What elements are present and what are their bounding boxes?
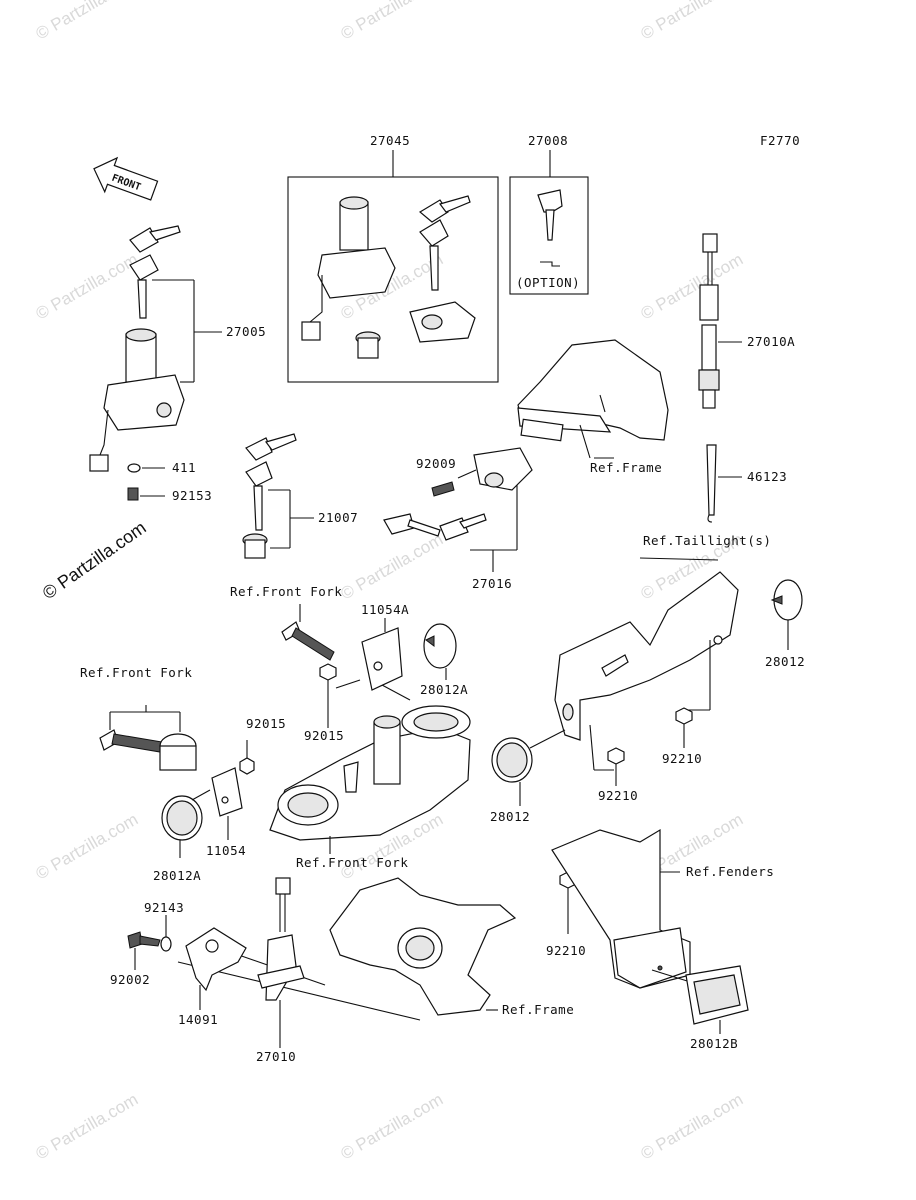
ignition-switch-27005: [89, 225, 222, 501]
ref-front-fork-left: Ref.Front Fork: [80, 665, 192, 680]
switch-27010A: [698, 233, 742, 409]
part-92143-label: 92143: [144, 900, 184, 915]
reflector-28012-right: [770, 579, 803, 650]
front-arrow: FRONT: [93, 156, 159, 201]
watermark: © Partzilla.com: [638, 1090, 747, 1164]
bolt-92002: [127, 915, 172, 970]
part-92009-label: 92009: [416, 456, 456, 471]
nut-92210-b: [607, 747, 625, 786]
part-27010-label: 27010: [256, 1049, 296, 1064]
switch-27010: [257, 877, 305, 1048]
part-27008-label: 27008: [528, 133, 568, 148]
ignition-set-27045: [287, 150, 499, 383]
ref-fenders: Ref.Fenders: [686, 864, 774, 879]
watermark: © Partzilla.com: [638, 0, 747, 43]
part-21007-label: 21007: [318, 510, 358, 525]
part-14091-label: 14091: [178, 1012, 218, 1027]
part-27010A-label: 27010A: [747, 334, 795, 349]
part-92002-label: 92002: [110, 972, 150, 987]
part-92015-left-label: 92015: [246, 716, 286, 731]
ref-front-fork-top: Ref.Front Fork: [230, 584, 342, 599]
frame-bracket-top: [517, 339, 669, 459]
fender-bracket: [551, 828, 749, 1034]
watermark: © Partzilla.com: [338, 1090, 447, 1164]
watermark: © Partzilla.com: [338, 0, 447, 43]
part-46123-label: 46123: [747, 469, 787, 484]
part-11054A-label: 11054A: [361, 602, 409, 617]
key-set-21007: [242, 433, 314, 559]
ref-frame-top: Ref.Frame: [590, 460, 662, 475]
bracket-14091: [185, 927, 247, 1010]
watermark: © Partzilla.com: [33, 1090, 142, 1164]
watermark: © Partzilla.com: [638, 250, 747, 324]
taillight-bracket: [554, 557, 739, 771]
part-92210-a-label: 92210: [662, 751, 702, 766]
seat-lock-27016: [383, 447, 533, 572]
ref-taillight: Ref.Taillight(s): [643, 533, 771, 548]
watermark: © Partzilla.com: [33, 810, 142, 884]
steering-stem-clamp: [269, 705, 471, 854]
key-blank-27008: (OPTION): [509, 150, 589, 295]
copyright-text: © Partzilla.com: [39, 517, 150, 603]
rod-46123: [706, 444, 742, 523]
part-92210-c-label: 92210: [546, 943, 586, 958]
part-28012A-bottom-label: 28012A: [153, 868, 201, 883]
part-28012B-label: 28012B: [690, 1036, 738, 1051]
part-28012-right-label: 28012: [765, 654, 805, 669]
option-label: (OPTION): [516, 275, 580, 290]
part-27045-label: 27045: [370, 133, 410, 148]
part-411-label: 411: [172, 460, 196, 475]
part-27016-label: 27016: [472, 576, 512, 591]
nut-92210-a: [675, 707, 693, 748]
part-11054-label: 11054: [206, 843, 246, 858]
ref-frame-bottom: Ref.Frame: [502, 1002, 574, 1017]
watermark: © Partzilla.com: [33, 0, 142, 43]
part-27005-label: 27005: [226, 324, 266, 339]
reflector-28012-mid: [491, 729, 566, 806]
part-28012A-top-label: 28012A: [420, 682, 468, 697]
part-92210-b-label: 92210: [598, 788, 638, 803]
watermark: © Partzilla.com: [33, 250, 142, 324]
part-92153-label: 92153: [172, 488, 212, 503]
ref-front-fork-bottom: Ref.Front Fork: [296, 855, 408, 870]
bolt-front-fork-top: [281, 604, 457, 728]
diagram-code: F2770: [760, 133, 800, 148]
part-92015-top-label: 92015: [304, 728, 344, 743]
watermark: © Partzilla.com: [338, 530, 447, 604]
bolt-front-fork-left: [99, 705, 255, 858]
part-28012-mid-label: 28012: [490, 809, 530, 824]
